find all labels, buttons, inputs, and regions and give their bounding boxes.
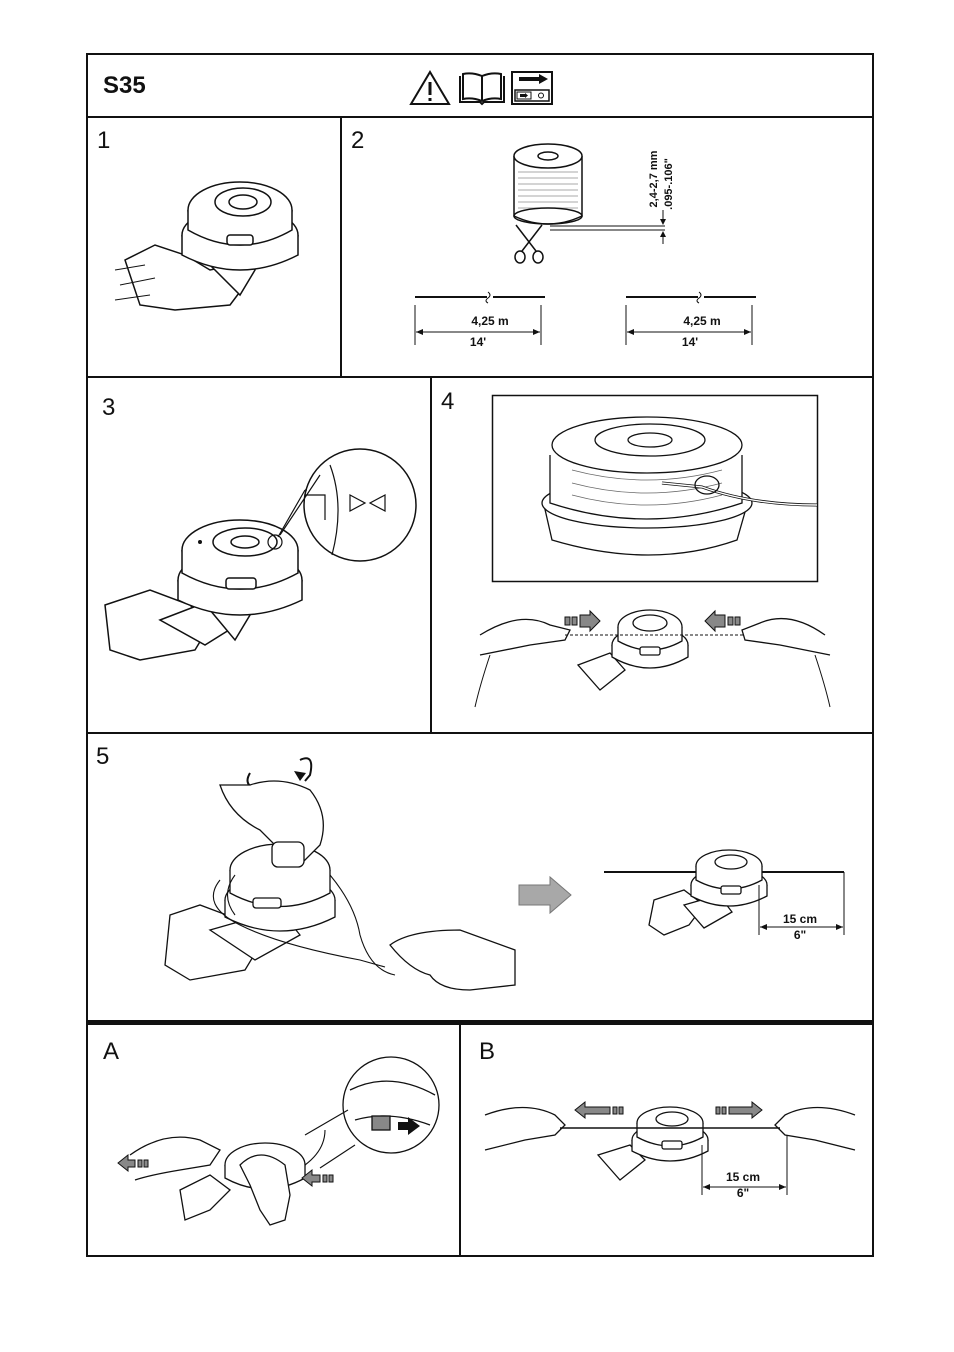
- panel-4-cutaway-illustration: [491, 394, 819, 583]
- panel-5-winding-illustration: [164, 757, 516, 991]
- divider-row2: [86, 732, 874, 734]
- line-diameter-in: .095-.106": [663, 158, 675, 210]
- divider-col-1-2: [340, 117, 342, 377]
- panel-number-1: 1: [97, 127, 111, 154]
- panel-5-result-illustration: [604, 849, 845, 936]
- panel-number-5: 5: [96, 743, 110, 770]
- next-step-arrow: [518, 875, 572, 915]
- line-thickness-callout: [550, 210, 666, 244]
- pb-distance-cm: 15 cm: [725, 1170, 761, 1184]
- trimmer-line-spool: [513, 143, 583, 225]
- refer-to-page-icon: [511, 71, 553, 105]
- left-length-m: 4,25 m: [471, 314, 509, 328]
- panel-number-4: 4: [441, 388, 455, 415]
- warning-triangle-icon: [409, 70, 451, 105]
- line-diameter-mm: 2,4-2,7 mm: [648, 150, 660, 208]
- divider-header: [86, 116, 874, 118]
- panel-3-illustration: [104, 448, 417, 661]
- left-length-ft: 14': [469, 335, 487, 349]
- panel-4-threading-illustration: [474, 609, 831, 708]
- panel-b-illustration: [484, 1100, 856, 1195]
- pb-distance-in: 6": [736, 1186, 750, 1200]
- panel-letter-a: A: [103, 1038, 120, 1065]
- divider-col-A-B: [459, 1024, 461, 1257]
- right-length-ft: 14': [681, 335, 699, 349]
- divider-row3-thick: [86, 1020, 874, 1025]
- instruction-frame: [86, 53, 874, 1257]
- p5-distance-cm: 15 cm: [782, 912, 818, 926]
- panel-number-2: 2: [351, 127, 365, 154]
- page-title: S35: [103, 72, 146, 99]
- line-length-left: [414, 291, 545, 345]
- panel-a-illustration: [117, 1056, 440, 1226]
- p5-distance-in: 6": [793, 928, 807, 942]
- divider-col-3-4: [430, 377, 432, 733]
- right-length-m: 4,25 m: [683, 314, 721, 328]
- panel-number-3: 3: [102, 394, 116, 421]
- manual-book-icon: [459, 72, 505, 106]
- divider-row1: [86, 376, 874, 378]
- panel-1-illustration: [114, 181, 299, 311]
- line-length-right: [625, 291, 756, 345]
- panel-letter-b: B: [479, 1038, 496, 1065]
- scissors-icon: [514, 224, 544, 264]
